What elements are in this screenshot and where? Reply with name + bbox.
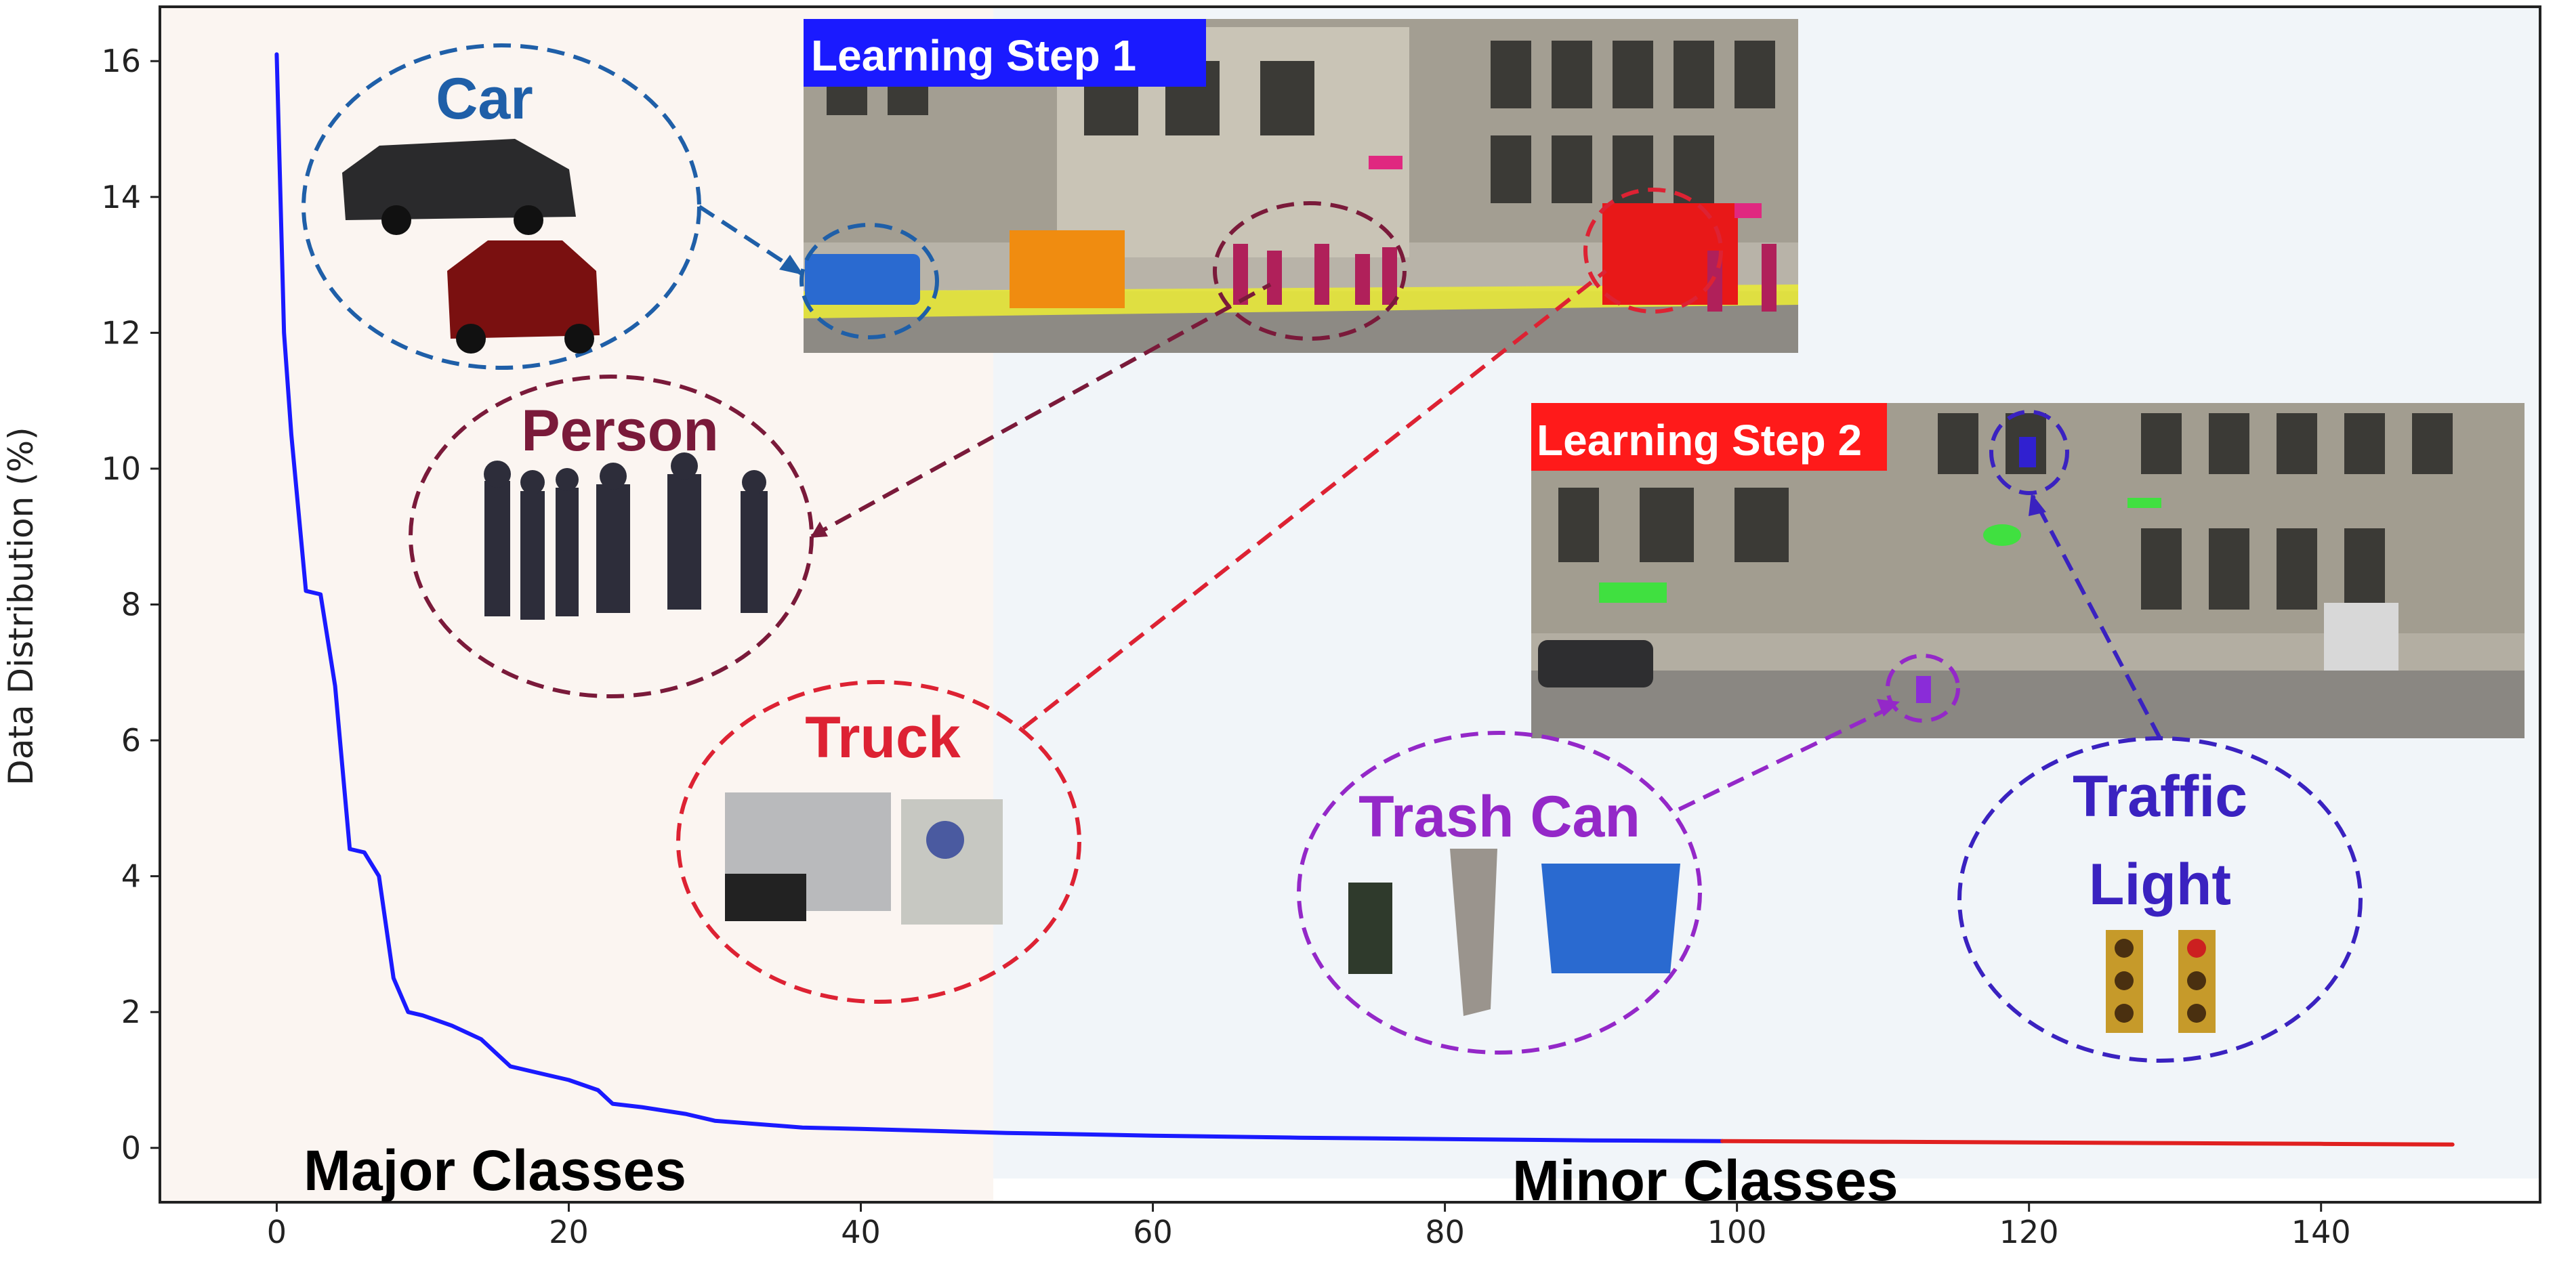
traffic-light-highlight <box>1989 410 2069 495</box>
traffic-light-pictures <box>2106 930 2216 1033</box>
truck-label: Truck <box>805 705 961 770</box>
x-tick-label: 60 <box>1133 1214 1173 1250</box>
truck-connector <box>1022 269 1607 730</box>
x-tick-label: 120 <box>1999 1214 2059 1250</box>
learning-step-1-badge <box>804 19 1206 87</box>
data-series <box>274 52 2455 1147</box>
person-connector <box>810 282 1272 538</box>
x-tick-label: 80 <box>1425 1214 1465 1250</box>
x-tick-label: 0 <box>267 1214 287 1250</box>
y-tick-label: 8 <box>121 587 141 623</box>
x-tick-label: 100 <box>1707 1214 1767 1250</box>
car-pictures <box>342 139 600 354</box>
learning-step-1-label: Learning Step 1 <box>811 31 1136 80</box>
x-tick-label: 20 <box>549 1214 589 1250</box>
minor-classes-label: Minor Classes <box>1512 1149 1898 1212</box>
car-label: Car <box>436 66 533 131</box>
y-tick-label: 10 <box>101 450 141 487</box>
traffic-label: Traffic <box>2073 764 2247 829</box>
traffic-light-connector <box>2031 494 2162 740</box>
major-classes-label: Major Classes <box>304 1139 686 1202</box>
truck-highlight <box>1583 188 1723 314</box>
series-line-minor <box>1720 1139 2455 1147</box>
learning-step-1-image: Learning Step 1 <box>804 19 1798 353</box>
car-connector <box>698 205 803 276</box>
trash-can-circle <box>1297 731 1702 1055</box>
series-line-major <box>274 52 1725 1143</box>
car-highlight <box>799 223 939 339</box>
person-pictures <box>484 452 768 620</box>
x-tick-label: 140 <box>2291 1214 2351 1250</box>
x-axis-ticks: 0 20 40 60 80 100 120 140 <box>267 1202 2351 1250</box>
learning-step-2-label: Learning Step 2 <box>1537 416 1862 465</box>
light-label: Light <box>2089 852 2231 917</box>
y-axis-ticks: 0 2 4 6 8 10 12 14 16 <box>101 43 160 1166</box>
person-highlight <box>1213 201 1407 341</box>
trash-can-connector <box>1678 702 1898 811</box>
learning-step-2-badge <box>1531 403 1887 471</box>
person-arrowhead <box>810 522 828 538</box>
y-tick-label: 4 <box>121 858 141 895</box>
y-tick-label: 14 <box>101 179 141 215</box>
y-tick-label: 6 <box>121 722 141 759</box>
car-arrowhead <box>779 255 804 275</box>
truck-circle <box>676 680 1081 1004</box>
x-tick-label: 40 <box>841 1214 881 1250</box>
y-tick-label: 0 <box>121 1130 141 1166</box>
trash-can-arrowhead <box>1877 699 1900 717</box>
y-tick-label: 12 <box>101 314 141 351</box>
learning-step-2-image: Learning Step 2 <box>1531 403 2525 738</box>
traffic-light-arrowhead <box>2029 493 2046 516</box>
y-tick-label: 16 <box>101 43 141 79</box>
truck-pictures <box>725 792 1003 925</box>
y-axis-title: Data Distribution (%) <box>1 427 41 785</box>
trash-can-label: Trash Can <box>1358 784 1640 849</box>
trash-can-pictures <box>1348 849 1680 1016</box>
trash-can-highlight <box>1886 654 1960 723</box>
y-tick-label: 2 <box>121 994 141 1030</box>
person-label: Person <box>521 398 719 463</box>
